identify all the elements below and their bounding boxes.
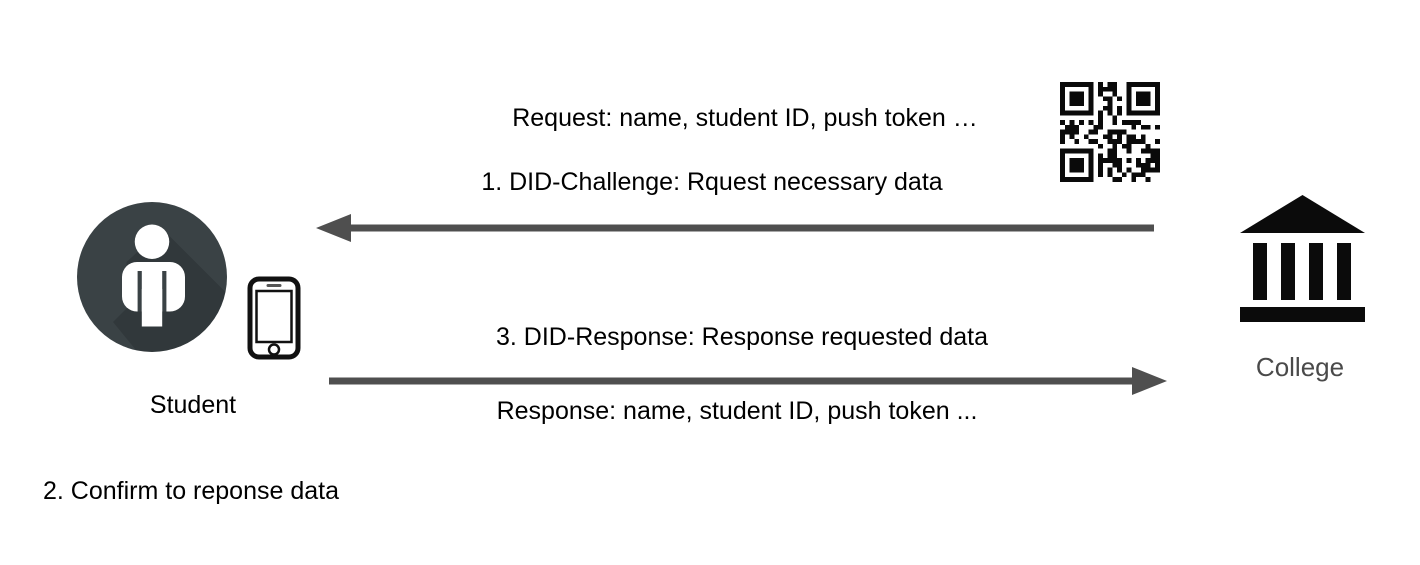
did-response-label: 3. DID-Response: Response requested data bbox=[496, 323, 988, 351]
confirm-step-label: 2. Confirm to reponse data bbox=[43, 477, 339, 505]
request-params-label: Request: name, student ID, push token … bbox=[512, 104, 978, 132]
student-label: Student bbox=[149, 391, 237, 419]
student-icon bbox=[77, 202, 227, 352]
did-challenge-arrow bbox=[316, 214, 1154, 242]
did-challenge-label: 1. DID-Challenge: Rquest necessary data bbox=[481, 168, 943, 196]
smartphone-icon bbox=[247, 276, 301, 360]
college-label: College bbox=[1255, 352, 1345, 382]
did-response-arrow bbox=[329, 367, 1167, 395]
response-params-label: Response: name, student ID, push token .… bbox=[496, 397, 978, 425]
qr-code-icon bbox=[1060, 82, 1160, 182]
college-icon bbox=[1240, 195, 1365, 322]
